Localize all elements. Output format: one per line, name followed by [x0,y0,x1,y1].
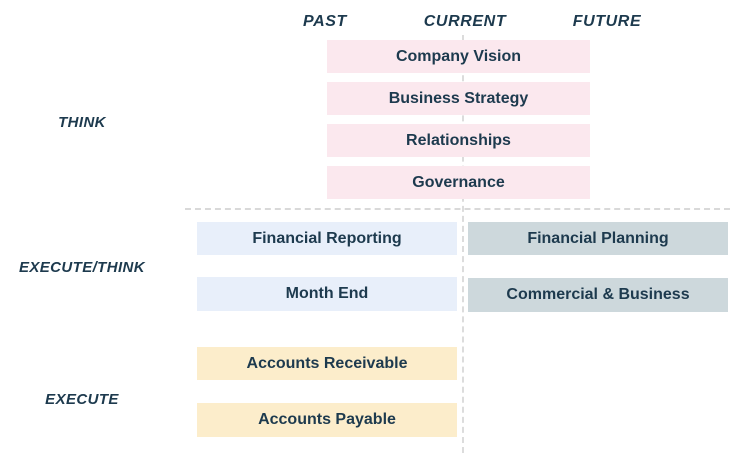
bar-commercial-business: Commercial & Business [468,278,728,312]
column-header-past: PAST [303,13,347,30]
bar-month-end: Month End [197,277,457,311]
bar-business-strategy: Business Strategy [327,82,590,115]
bar-relationships: Relationships [327,124,590,157]
bar-company-vision: Company Vision [327,40,590,73]
vertical-dashed-divider [462,35,464,453]
row-label-think: THINK [58,114,106,131]
bar-accounts-receivable: Accounts Receivable [197,347,457,380]
bar-financial-reporting: Financial Reporting [197,222,457,255]
row-label-execute: EXECUTE [45,391,119,408]
bar-accounts-payable: Accounts Payable [197,403,457,437]
row-label-execute-think: EXECUTE/THINK [18,259,146,276]
column-header-current: CURRENT [423,13,507,30]
horizontal-dashed-divider [185,208,730,210]
bar-financial-planning: Financial Planning [468,222,728,255]
bar-governance: Governance [327,166,590,199]
column-header-future: FUTURE [572,13,642,30]
